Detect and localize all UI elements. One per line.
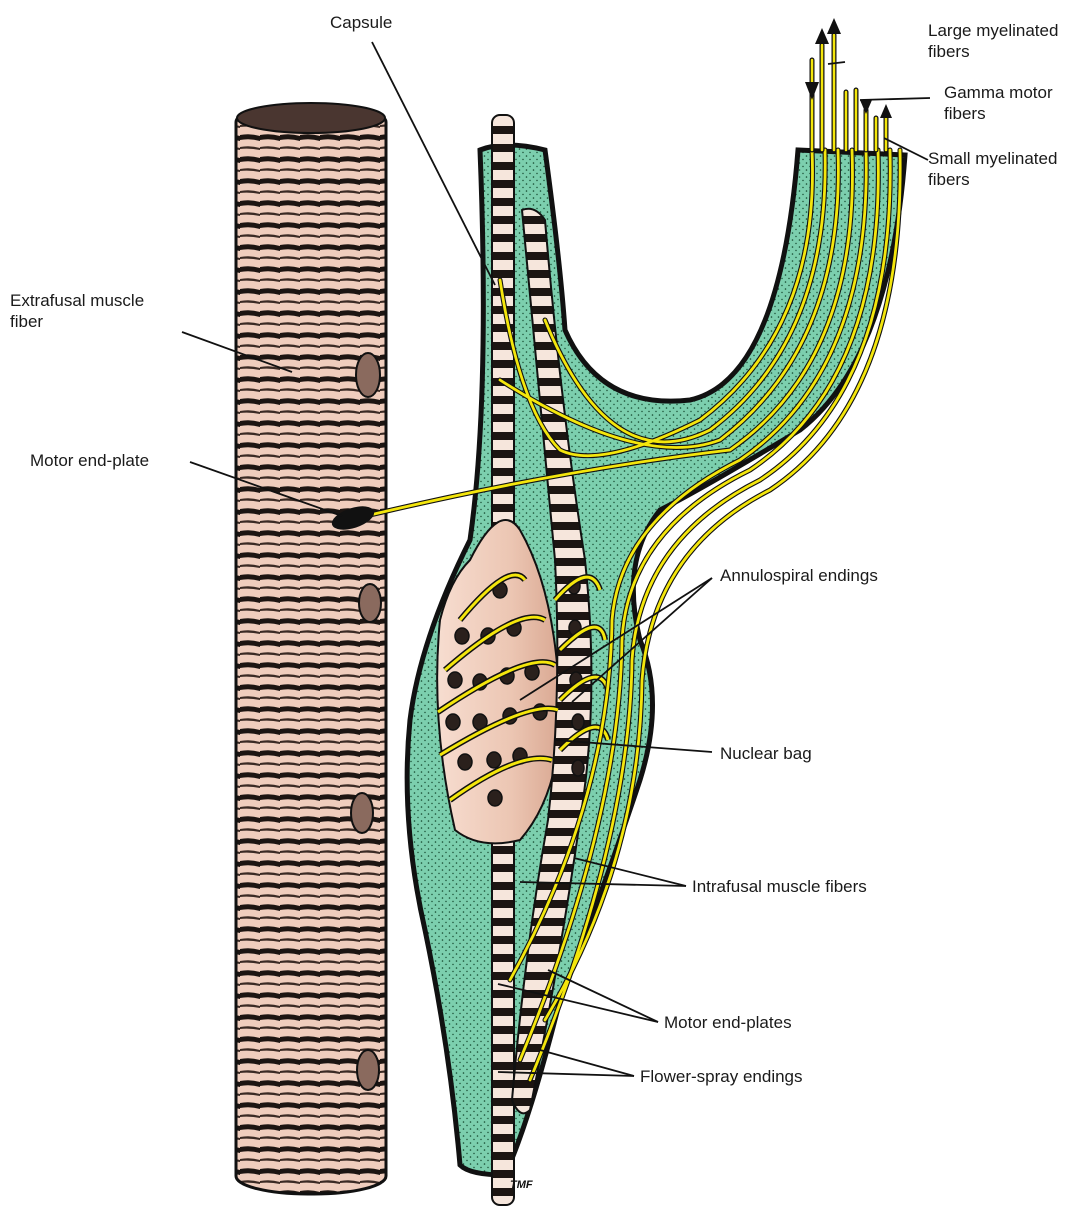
label-intrafusal-muscle-fibers: Intrafusal muscle fibers bbox=[692, 876, 867, 897]
label-flower-spray-endings: Flower-spray endings bbox=[640, 1066, 803, 1087]
label-annulospiral-endings: Annulospiral endings bbox=[720, 565, 878, 586]
fiber-ends bbox=[812, 35, 886, 150]
extrafusal-muscle-fiber bbox=[236, 103, 386, 1194]
arrow-down-icon bbox=[805, 82, 819, 100]
label-extrafusal-muscle-fiber: Extrafusal muscle fiber bbox=[10, 290, 144, 332]
label-large-myelinated-fibers: Large myelinated fibers bbox=[928, 20, 1058, 62]
label-capsule: Capsule bbox=[330, 12, 392, 33]
artist-signature: TMF bbox=[510, 1179, 533, 1191]
arrow-up-icon bbox=[880, 104, 892, 118]
label-nuclear-bag: Nuclear bag bbox=[720, 743, 812, 764]
arrow-up-icon bbox=[815, 28, 829, 44]
arrow-down-icon bbox=[860, 100, 872, 114]
label-motor-end-plates: Motor end-plates bbox=[664, 1012, 792, 1033]
label-small-myelinated-fibers: Small myelinated fibers bbox=[928, 148, 1057, 190]
arrow-up-icon bbox=[827, 18, 841, 34]
label-motor-end-plate: Motor end-plate bbox=[30, 450, 149, 471]
label-gamma-motor-fibers: Gamma motor fibers bbox=[944, 82, 1053, 124]
